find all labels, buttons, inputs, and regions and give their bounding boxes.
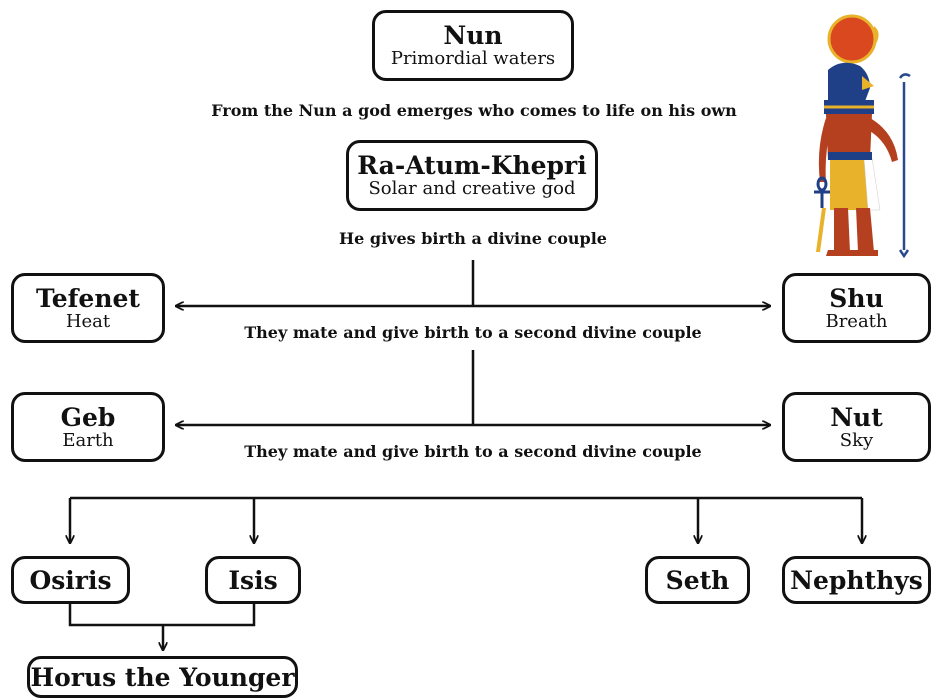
torso-icon <box>826 114 872 160</box>
node-ra-name: Ra-Atum-Khepri <box>357 151 587 181</box>
node-osiris-name: Osiris <box>29 565 112 595</box>
node-seth: Seth <box>645 556 750 604</box>
node-tefenet-name: Tefenet <box>36 283 140 313</box>
node-nun: Nun Primordial waters <box>372 10 574 81</box>
node-tefenet-sub: Heat <box>65 310 111 332</box>
node-shu: Shu Breath <box>782 273 931 343</box>
node-nun-sub: Primordial waters <box>390 48 556 70</box>
node-shu-name: Shu <box>829 283 884 313</box>
caption-mate-1: They mate and give birth to a second div… <box>244 323 702 342</box>
node-nut-sub: Sky <box>839 429 874 451</box>
left-arm-icon <box>818 118 832 182</box>
ankh-icon <box>814 176 830 208</box>
ra-figure-illustration <box>814 14 911 258</box>
was-staff-icon <box>898 73 911 258</box>
node-horus-name: Horus the Younger <box>30 662 295 692</box>
node-shu-sub: Breath <box>825 310 888 332</box>
node-isis: Isis <box>205 556 301 604</box>
node-horus: Horus the Younger <box>27 656 298 698</box>
node-geb: Geb Earth <box>11 392 165 462</box>
node-ra: Ra-Atum-Khepri Solar and creative god <box>346 140 598 211</box>
node-osiris: Osiris <box>11 556 130 604</box>
feet-icon <box>826 250 878 256</box>
caption-emerge: From the Nun a god emerges who comes to … <box>211 101 737 120</box>
caption-mate-2: They mate and give birth to a second div… <box>244 442 702 461</box>
node-nephthys: Nephthys <box>782 556 931 604</box>
belt-icon <box>828 152 872 160</box>
legs-icon <box>834 208 874 252</box>
node-nut-name: Nut <box>830 402 883 432</box>
node-tefenet: Tefenet Heat <box>11 273 165 343</box>
node-ra-sub: Solar and creative god <box>368 178 576 200</box>
node-seth-name: Seth <box>665 565 730 595</box>
falcon-beak-icon <box>862 76 874 90</box>
node-isis-name: Isis <box>228 565 278 595</box>
tail-icon <box>816 208 826 252</box>
node-nephthys-name: Nephthys <box>790 565 923 595</box>
uraeus-icon <box>873 26 879 46</box>
node-geb-name: Geb <box>60 402 116 432</box>
node-geb-sub: Earth <box>62 429 114 451</box>
falcon-headdress-icon <box>828 62 870 104</box>
node-nun-name: Nun <box>443 21 503 51</box>
node-nut: Nut Sky <box>782 392 931 462</box>
right-arm-icon <box>868 118 898 162</box>
caption-couple: He gives birth a divine couple <box>339 229 607 248</box>
osiris-isis-union-line <box>68 604 256 627</box>
sun-disk-icon <box>827 14 877 64</box>
